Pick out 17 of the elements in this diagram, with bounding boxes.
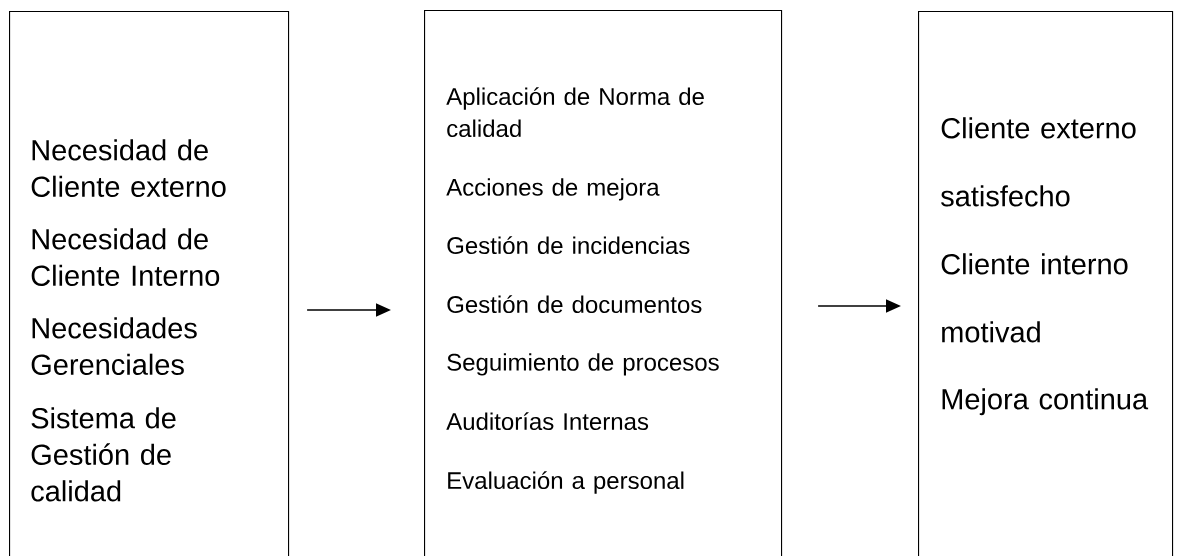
list-item: Cliente interno motivad bbox=[941, 253, 1128, 343]
list-item: Gestión de documentos bbox=[447, 295, 702, 314]
list-item: Mejora continua bbox=[942, 388, 1149, 416]
column-box bbox=[918, 11, 1174, 556]
column-box bbox=[9, 11, 290, 556]
list-item: Sistema de Gestión de calidad bbox=[31, 407, 176, 502]
column-box bbox=[424, 10, 783, 556]
list-item: Auditorías Internas bbox=[446, 412, 649, 431]
list-item: Evaluación a personal bbox=[448, 471, 684, 494]
list-item: Necesidades Gerenciales bbox=[31, 317, 197, 375]
list-item: Acciones de mejora bbox=[446, 178, 660, 201]
list-item: Necesidad de Cliente externo bbox=[31, 139, 226, 197]
list-item: Aplicación de Norma de calidad bbox=[446, 87, 704, 138]
list-item: Seguimiento de procesos bbox=[447, 353, 719, 376]
list-item: Necesidad de Cliente Interno bbox=[31, 228, 220, 286]
list-item: Cliente externo satisfecho bbox=[941, 117, 1136, 207]
list-item: Gestión de incidencias bbox=[447, 236, 690, 255]
